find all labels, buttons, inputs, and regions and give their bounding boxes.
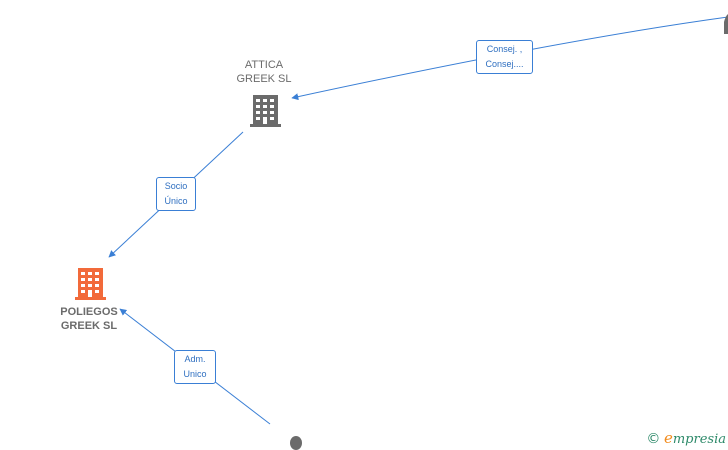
brand-initial: e xyxy=(663,429,673,447)
node-label-attica[interactable]: ATTICA GREEK SL xyxy=(222,58,306,86)
poliegos-name-line2: GREEK SL xyxy=(60,320,118,332)
edge-consej xyxy=(291,16,728,101)
relation-consej-line1: Consej. , xyxy=(486,44,523,54)
relation-consej[interactable]: Consej. , Consej.... xyxy=(476,40,533,74)
relation-socio-line2: Único xyxy=(164,196,188,206)
attica-name-line1: ATTICA xyxy=(244,59,284,71)
relation-adm-line2: Unico xyxy=(183,369,207,379)
building-icon-attica[interactable] xyxy=(250,95,281,127)
relation-adm-line1: Adm. xyxy=(184,354,206,364)
relation-consej-line2: Consej.... xyxy=(485,59,524,69)
empresia-logo: © empresia xyxy=(646,429,726,447)
attica-name-line2: GREEK SL xyxy=(236,73,292,85)
relation-adm-unico[interactable]: Adm. Unico xyxy=(174,350,216,384)
building-icon-poliegos[interactable] xyxy=(75,268,106,300)
person-icon-bottom[interactable] xyxy=(290,436,302,450)
relation-socio-unico[interactable]: Socio Único xyxy=(156,177,196,211)
brand-name: mpresia xyxy=(672,432,726,447)
copyright-icon: © xyxy=(646,431,661,447)
relation-socio-line1: Socio xyxy=(164,181,188,191)
poliegos-name-line1: POLIEGOS xyxy=(60,306,118,318)
node-label-poliegos[interactable]: POLIEGOS GREEK SL xyxy=(46,305,132,333)
person-icon-top-right[interactable] xyxy=(724,13,728,34)
